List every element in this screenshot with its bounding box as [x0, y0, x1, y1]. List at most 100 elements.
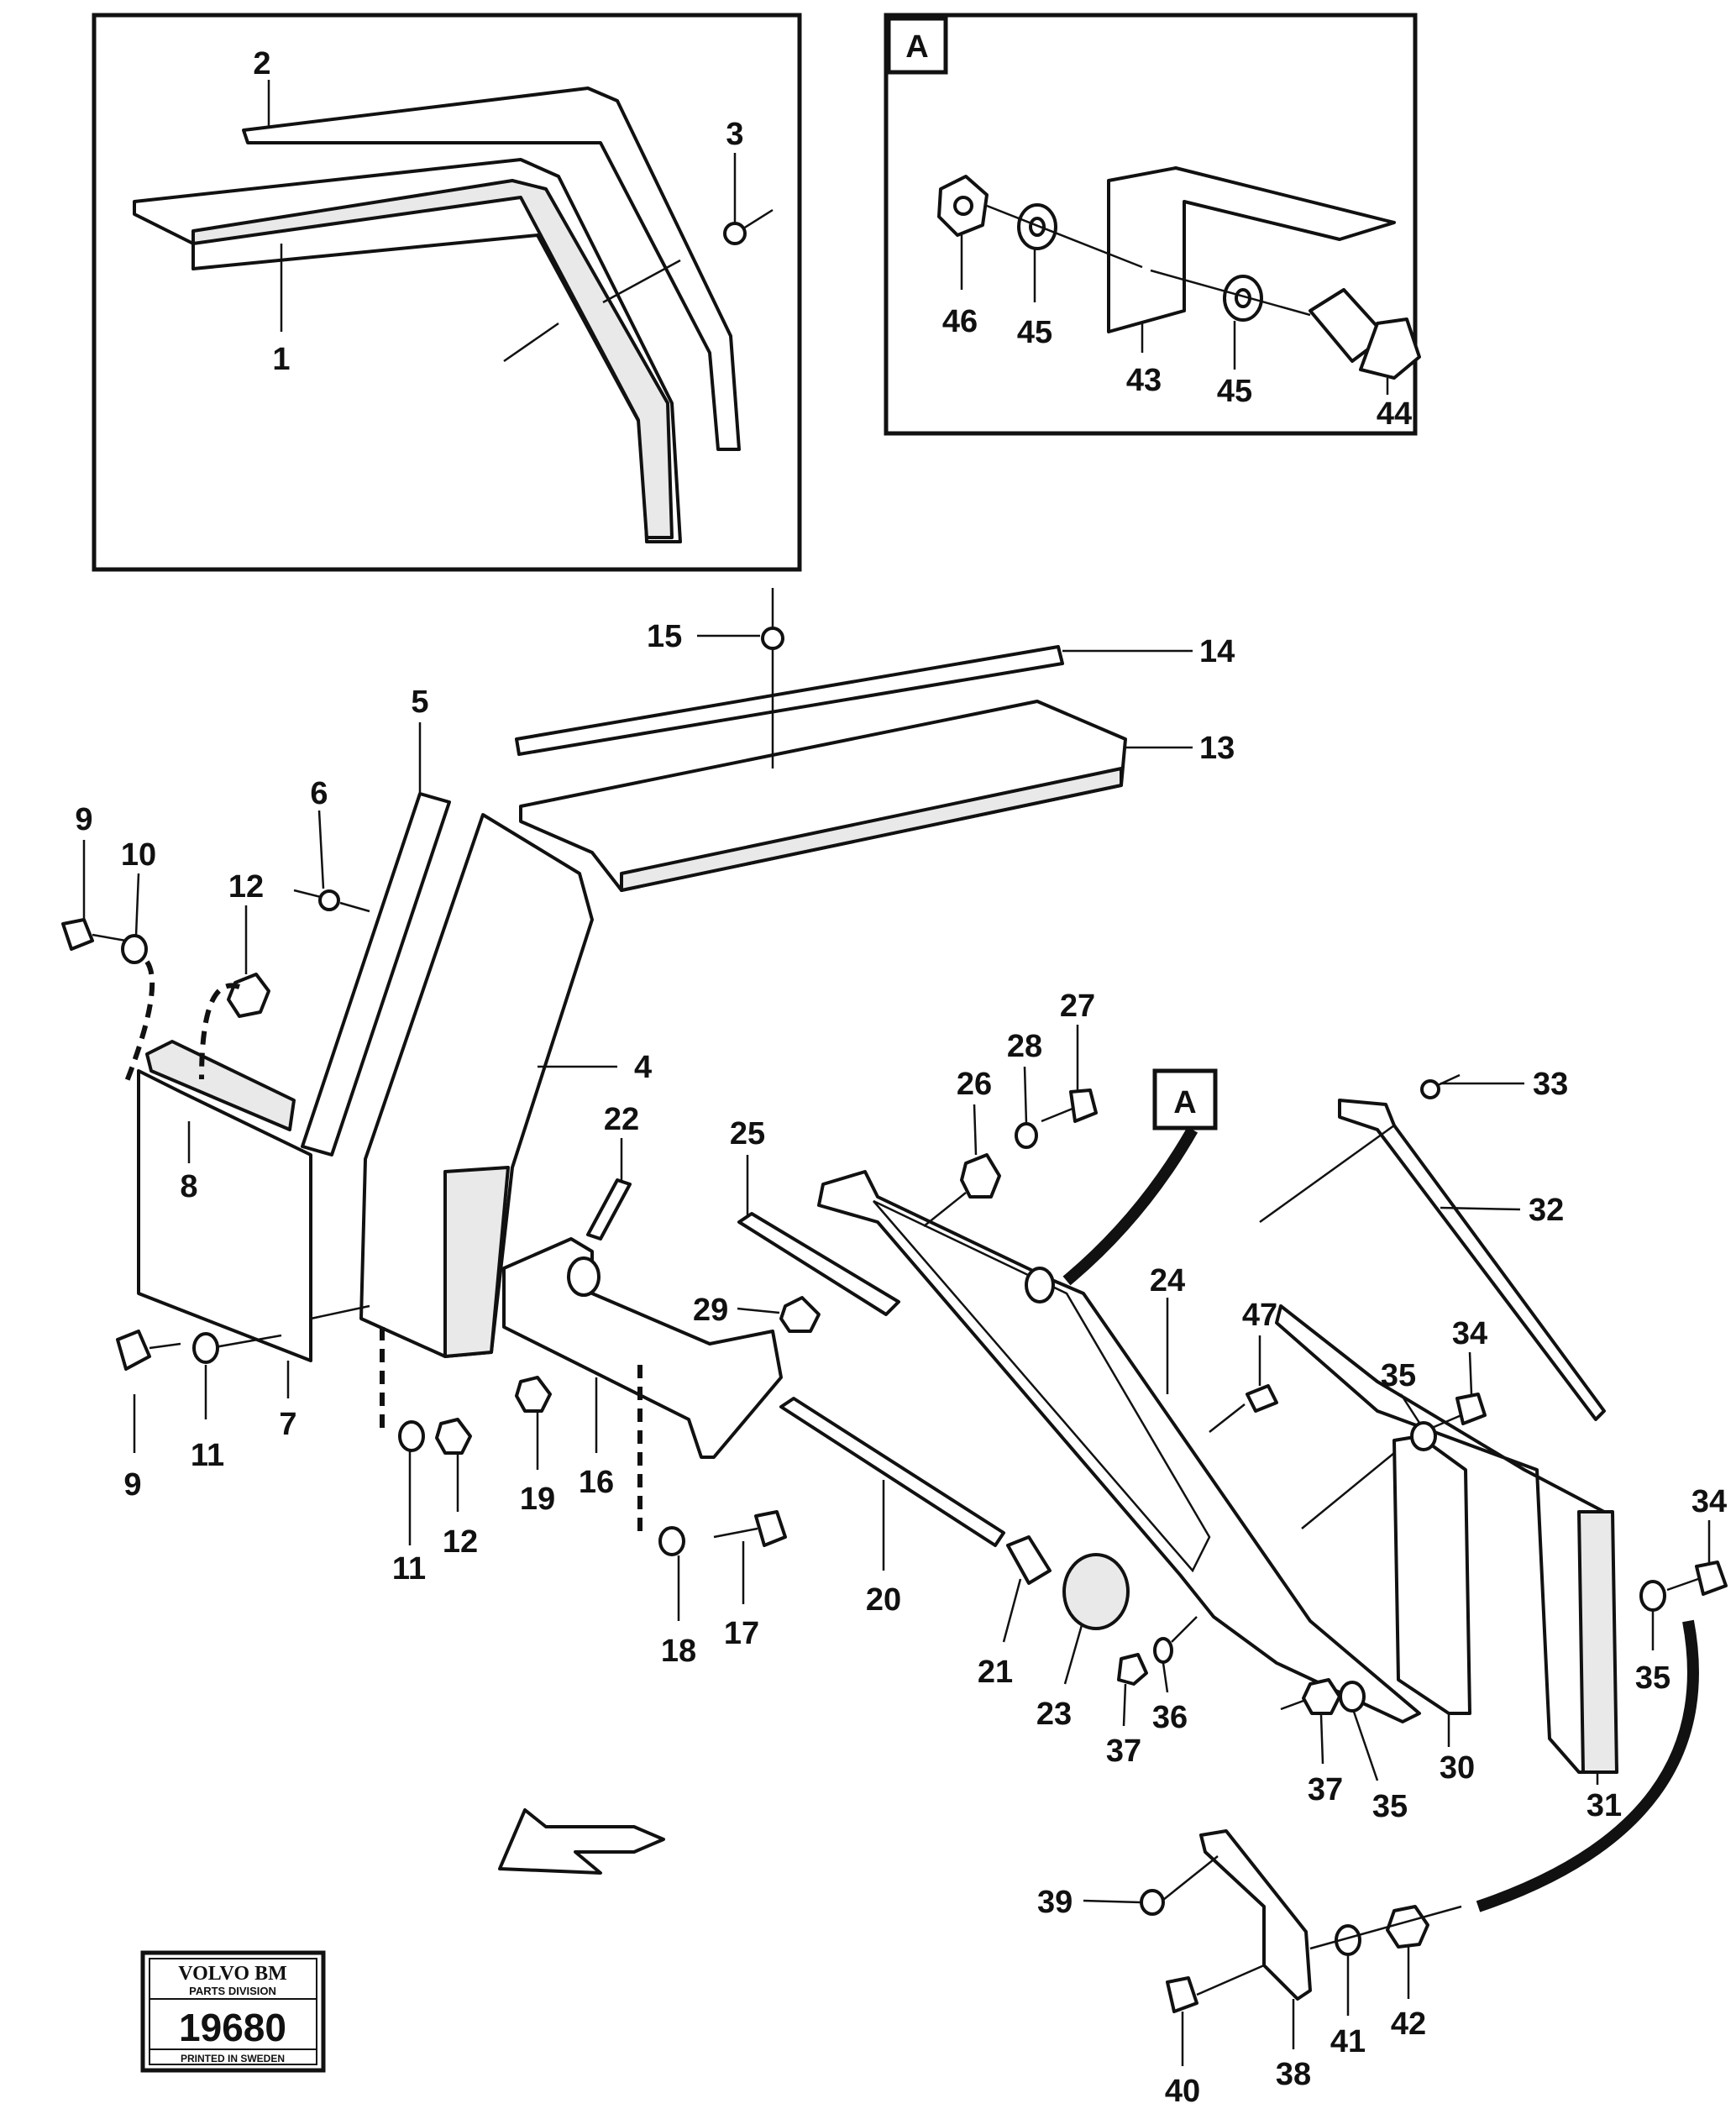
part-31-shading	[1577, 1510, 1618, 1774]
part-29-nut	[779, 1296, 821, 1333]
part-41-washer	[1335, 1924, 1361, 1956]
part-8-bracket	[145, 1040, 296, 1131]
callout-35a: 35	[1381, 1358, 1416, 1393]
leader-10	[134, 873, 140, 936]
part-40-bolt	[1166, 1964, 1265, 2013]
callout-23: 23	[1036, 1697, 1072, 1732]
callout-9a: 9	[75, 802, 92, 837]
callout-37a: 37	[1106, 1734, 1141, 1769]
link-curve-to-38	[1476, 1619, 1699, 1912]
callout-14: 14	[1199, 634, 1235, 669]
callout-a-badge	[1152, 1068, 1218, 1130]
part-10-washer	[121, 934, 148, 964]
part-37-nut-b	[1302, 1678, 1341, 1715]
callout-3: 3	[726, 117, 743, 152]
callout-24: 24	[1150, 1263, 1185, 1298]
part-25-tube	[737, 1212, 900, 1316]
ref-line-32	[1259, 1124, 1395, 1224]
part-11-washer-a	[192, 1332, 219, 1364]
part-45-washer-b	[1223, 275, 1263, 322]
callout-15: 15	[647, 619, 682, 654]
callout-8: 8	[180, 1169, 197, 1204]
ref-line-7	[209, 1334, 282, 1350]
stamp-number: 19680	[179, 2006, 286, 2049]
inset-detail-a-letter: A	[905, 29, 928, 65]
volvo-bm-parts-stamp: VOLVO BM PARTS DIVISION 19680 PRINTED IN…	[140, 1950, 326, 2073]
part-33-rivet	[1420, 1073, 1461, 1099]
callout-11a: 11	[191, 1438, 224, 1473]
dashed-link-9-8	[123, 960, 155, 1085]
callout-43: 43	[1126, 363, 1162, 398]
part-14-strip	[515, 645, 1064, 756]
callout-21: 21	[978, 1655, 1013, 1690]
leader-3	[602, 259, 681, 304]
leader-29	[737, 1307, 780, 1314]
part-42-nut	[1386, 1905, 1429, 1949]
callout-labels: 1 2 3 4 5 6 7 8 9 9 10 11 11 12 12 13 14…	[75, 46, 1727, 2109]
inset-frame-fender-frame	[92, 13, 802, 572]
part-24-inner-arm	[873, 1199, 1211, 1573]
callout-35c: 35	[1372, 1789, 1408, 1824]
part-20-rod	[779, 1397, 1005, 1547]
callout-30: 30	[1440, 1750, 1475, 1786]
part-9-bolt-top	[61, 918, 127, 951]
part-44-bolt	[1309, 288, 1421, 380]
callout-11b: 11	[392, 1551, 426, 1587]
leader-35c	[1352, 1711, 1379, 1781]
part-6-rivet	[293, 889, 370, 913]
part-30-bracket	[1392, 1435, 1471, 1715]
leader-6	[317, 810, 325, 889]
leader-26	[973, 1104, 978, 1156]
callout-16: 16	[579, 1465, 614, 1500]
callout-42: 42	[1391, 2006, 1426, 2042]
part-32-strip	[1338, 1099, 1606, 1421]
callout-a-letter: A	[1173, 1085, 1196, 1120]
part-9-bolt-bottom	[116, 1330, 181, 1371]
part-4-shading	[443, 1166, 510, 1358]
callout-36: 36	[1152, 1700, 1188, 1735]
callout-19: 19	[520, 1482, 555, 1517]
part-36-washer	[1153, 1637, 1173, 1664]
part-3-rivet	[723, 208, 774, 245]
part-19-nut	[515, 1376, 552, 1413]
part-45-washer-a	[1017, 203, 1057, 250]
callout-4: 4	[634, 1050, 652, 1085]
ref-line-36	[1171, 1616, 1198, 1643]
callout-13: 13	[1199, 731, 1235, 766]
callout-25: 25	[730, 1116, 765, 1151]
callout-a-curve	[1062, 1126, 1198, 1286]
callout-38: 38	[1276, 2057, 1311, 2092]
part-15-rivet	[761, 588, 784, 768]
ref-line-4	[310, 1304, 370, 1320]
part-7-mudflap	[137, 1069, 312, 1362]
stamp-brand: VOLVO BM	[178, 1963, 287, 1985]
ref-line-37	[1280, 1699, 1304, 1711]
part-28-washer	[1015, 1122, 1038, 1149]
part-11-washer-b	[398, 1420, 425, 1452]
callout-33: 33	[1533, 1067, 1568, 1102]
part-21-bushing	[1006, 1535, 1052, 1585]
callout-34b: 34	[1691, 1484, 1727, 1519]
part-23-cap	[1062, 1553, 1130, 1630]
part-2-strip	[242, 87, 741, 451]
part-34-bolt-a	[1431, 1393, 1487, 1429]
callout-45a: 45	[1017, 315, 1052, 350]
leader-39	[1083, 1899, 1141, 1904]
part-5-strip	[301, 792, 451, 1157]
leader-26b	[923, 1192, 967, 1227]
part-24-pivot	[1025, 1267, 1055, 1304]
callout-46: 46	[942, 304, 978, 339]
stamp-division: PARTS DIVISION	[189, 1985, 276, 1997]
callout-41: 41	[1330, 2024, 1366, 2059]
callout-7: 7	[279, 1407, 296, 1442]
callout-40: 40	[1165, 2074, 1200, 2109]
leader-23	[1063, 1624, 1083, 1685]
leader-1b	[503, 322, 559, 363]
part-12-nut-top	[227, 973, 270, 1018]
part-22-pin	[586, 1178, 632, 1241]
part-39-screw	[1140, 1855, 1219, 1916]
callout-5: 5	[411, 685, 428, 720]
part-47-plug	[1246, 1384, 1278, 1413]
part-26-spacer	[960, 1153, 1001, 1199]
part-16-hinge-eye	[567, 1256, 601, 1297]
